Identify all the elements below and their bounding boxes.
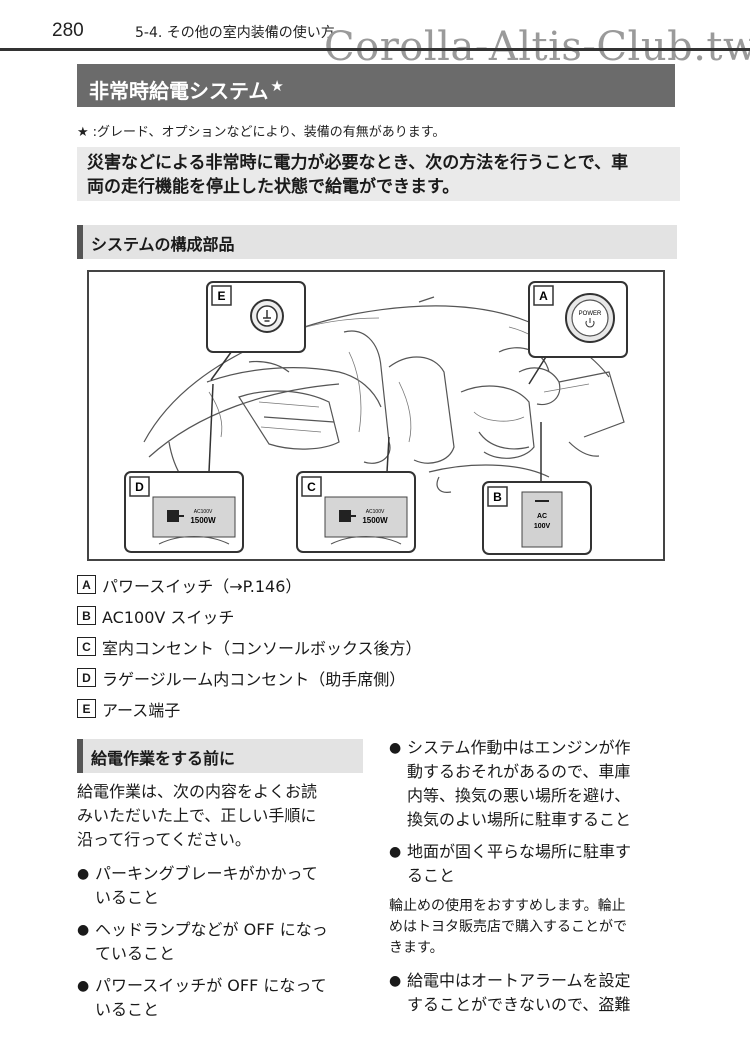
availability-note: ★:グレード、オプションなどにより、装備の有無があります。 xyxy=(77,121,445,140)
bullet-line: ヘッドランプなどが OFF になっ xyxy=(95,920,328,939)
bullet-line: 換気のよい場所に駐車すること xyxy=(407,810,632,829)
wheel-chock-note: 輪止めの使用をおすすめします。輪止 めはトヨタ販売店で購入することがで きます。 xyxy=(389,896,669,959)
bullet-line: いること xyxy=(95,888,160,907)
car-interior-lines xyxy=(143,296,625,505)
header-rule xyxy=(0,48,750,51)
bullet-icon: ● xyxy=(77,866,90,882)
right-column: ● システム作動中はエンジンが作 動するおそれがあるので、車庫 内等、換気の悪い… xyxy=(389,736,669,1025)
para-line: みいただいた上で、正しい手順に xyxy=(77,806,317,825)
callout-b: B AC 100V xyxy=(482,422,592,555)
watermark: Corolla-Altis-Club.tw xyxy=(324,24,750,70)
callout-e-letter: E xyxy=(217,289,225,303)
callout-c: C AC100V 1500W xyxy=(296,436,416,553)
legend-text: パワースイッチ（→P.146） xyxy=(102,576,302,596)
legend-letter: C xyxy=(77,637,96,656)
bullet-line: システム作動中はエンジンが作 xyxy=(407,738,631,757)
bullet-icon: ● xyxy=(389,973,402,989)
components-figure: E A POWER D AC xyxy=(87,270,665,561)
bullet-icon: ● xyxy=(77,922,90,938)
outlet-icon xyxy=(167,510,179,522)
power-label: POWER xyxy=(579,311,602,317)
intro-line-2: 両の走行機能を停止した状態で給電ができます。 xyxy=(87,177,460,197)
legend-letter: D xyxy=(77,668,96,687)
bullet-icon: ● xyxy=(389,740,402,756)
section-reference: 5-4. その他の室内装備の使い方 xyxy=(135,25,335,41)
bullet-line: ていること xyxy=(95,944,176,963)
legend-item: E アース端子 xyxy=(77,693,422,724)
car-interior-illustration: E A POWER D AC xyxy=(124,281,628,555)
bullet-line: ること xyxy=(407,866,456,885)
ac-volt-label: 100V xyxy=(534,523,551,530)
left-column: 給電作業は、次の内容をよくお読 みいただいた上で、正しい手順に 沿って行ってくだ… xyxy=(77,780,362,1030)
page-title: 非常時給電システム★ xyxy=(77,64,675,107)
outlet-label-1: AC100V xyxy=(366,509,385,515)
callout-d: D AC100V 1500W xyxy=(124,383,244,553)
before-power-heading: 給電作業をする前に xyxy=(77,739,363,773)
star-icon: ★ xyxy=(77,125,89,140)
bullet-line: 動するおそれがあるので、車庫 xyxy=(407,762,631,781)
bullet-line: パワースイッチが OFF になって xyxy=(95,976,327,995)
ac-label: AC xyxy=(537,513,547,520)
note-line: 輪止めの使用をおすすめします。輪止 xyxy=(389,898,626,914)
outlet-icon xyxy=(339,510,351,522)
callout-b-letter: B xyxy=(493,490,502,504)
callout-d-letter: D xyxy=(135,480,144,494)
legend-text: AC100V スイッチ xyxy=(102,607,235,627)
checklist-item: ● 地面が固く平らな場所に駐車す ること xyxy=(389,840,669,888)
bullet-icon: ● xyxy=(77,978,90,994)
intro-box: 災害などによる非常時に電力が必要なとき、次の方法を行うことで、車 両の走行機能を… xyxy=(77,147,680,201)
legend-letter: A xyxy=(77,575,96,594)
power-icon xyxy=(585,318,595,328)
para-line: 沿って行ってください。 xyxy=(77,830,251,849)
component-legend: A パワースイッチ（→P.146） B AC100V スイッチ C 室内コンセン… xyxy=(77,569,422,724)
note-line: めはトヨタ販売店で購入することがで xyxy=(389,919,627,935)
outlet-label-2: 1500W xyxy=(190,516,216,525)
legend-text: アース端子 xyxy=(102,700,181,720)
legend-item: D ラゲージルーム内コンセント（助手席側） xyxy=(77,662,422,693)
callout-a-letter: A xyxy=(539,289,548,303)
outlet-label-1: AC100V xyxy=(194,509,213,515)
bullet-line: 地面が固く平らな場所に駐車す xyxy=(407,842,632,861)
legend-text: 室内コンセント（コンソールボックス後方） xyxy=(102,638,422,658)
components-heading: システムの構成部品 xyxy=(77,225,677,259)
legend-item: C 室内コンセント（コンソールボックス後方） xyxy=(77,631,422,662)
checklist-item: ● パワースイッチが OFF になって いること xyxy=(77,974,362,1022)
title-text: 非常時給電システム xyxy=(89,79,269,103)
checklist-item: ● 給電中はオートアラームを設定 することができないので、盗難 xyxy=(389,969,669,1017)
legend-letter: E xyxy=(77,699,96,718)
instruction-paragraph: 給電作業は、次の内容をよくお読 みいただいた上で、正しい手順に 沿って行ってくだ… xyxy=(77,780,362,852)
checklist-item: ● ヘッドランプなどが OFF になっ ていること xyxy=(77,918,362,966)
callout-a: A POWER xyxy=(528,281,628,385)
outlet-label-2: 1500W xyxy=(362,516,388,525)
note-text: :グレード、オプションなどにより、装備の有無があります。 xyxy=(92,125,446,140)
legend-item: A パワースイッチ（→P.146） xyxy=(77,569,422,600)
legend-text: ラゲージルーム内コンセント（助手席側） xyxy=(102,669,406,689)
bullet-line: 給電中はオートアラームを設定 xyxy=(407,971,631,990)
checklist-item: ● システム作動中はエンジンが作 動するおそれがあるので、車庫 内等、換気の悪い… xyxy=(389,736,669,832)
bullet-line: パーキングブレーキがかかって xyxy=(95,864,318,883)
intro-line-1: 災害などによる非常時に電力が必要なとき、次の方法を行うことで、車 xyxy=(87,153,629,173)
bullet-icon: ● xyxy=(389,844,402,860)
bullet-line: 内等、換気の悪い場所を避け、 xyxy=(407,786,631,805)
bullet-line: することができないので、盗難 xyxy=(407,995,631,1014)
star-icon: ★ xyxy=(270,77,284,95)
bullet-line: いること xyxy=(95,1000,160,1019)
checklist-item: ● パーキングブレーキがかかって いること xyxy=(77,862,362,910)
callout-e: E xyxy=(206,281,306,381)
legend-letter: B xyxy=(77,606,96,625)
para-line: 給電作業は、次の内容をよくお読 xyxy=(77,782,318,801)
ground-icon xyxy=(263,310,271,322)
page-number: 280 xyxy=(52,20,84,41)
note-line: きます。 xyxy=(389,940,444,956)
callout-c-letter: C xyxy=(307,480,316,494)
legend-item: B AC100V スイッチ xyxy=(77,600,422,631)
